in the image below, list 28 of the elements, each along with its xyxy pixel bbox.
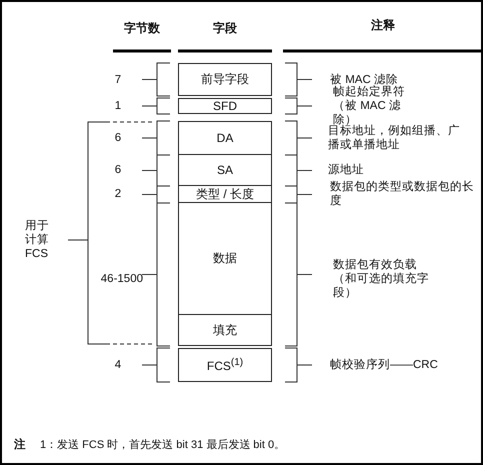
field-box: FCS$^{(1)}$ <box>178 348 272 382</box>
byte-count: 6 <box>114 131 122 145</box>
note-text: 被 MAC 滤除 <box>330 73 398 86</box>
note-text: 帧校验序列——CRC <box>330 358 439 372</box>
bracket-label: 用于计算 FCS <box>25 219 50 261</box>
column-header: 字节数 <box>123 21 161 35</box>
field-box: DA <box>178 121 272 155</box>
byte-count: 2 <box>114 187 122 201</box>
field-box: 前导字段 <box>178 63 272 96</box>
byte-count: 7 <box>114 73 122 87</box>
note-text: 源地址 <box>328 163 365 177</box>
byte-count: 46-1500 <box>100 272 143 286</box>
field-box: 数据 <box>178 203 272 315</box>
note-text: 数据包的类型或数据包的长度 <box>330 180 475 208</box>
byte-count: 1 <box>114 99 122 113</box>
field-box: SFD <box>178 98 272 114</box>
byte-count: 4 <box>114 358 122 372</box>
footnote-label: 注 <box>14 438 27 452</box>
note-text: 帧起始定界符（被 MAC 滤除） <box>333 85 405 126</box>
field-box: 填充 <box>178 315 272 346</box>
field-box: SA <box>178 155 272 186</box>
column-header: 字段 <box>212 21 238 35</box>
field-box: 类型 / 长度 <box>178 186 272 203</box>
footnote-text: 1：发送 FCS 时，首先发送 bit 31 最后发送 bit 0。 <box>40 438 286 452</box>
note-text: 目标地址，例如组播、广播或单播地址 <box>328 124 460 152</box>
note-text: 数据包有效负载（和可选的填充字段） <box>333 258 430 300</box>
column-header: 注释 <box>370 18 396 32</box>
byte-count: 6 <box>114 163 122 177</box>
